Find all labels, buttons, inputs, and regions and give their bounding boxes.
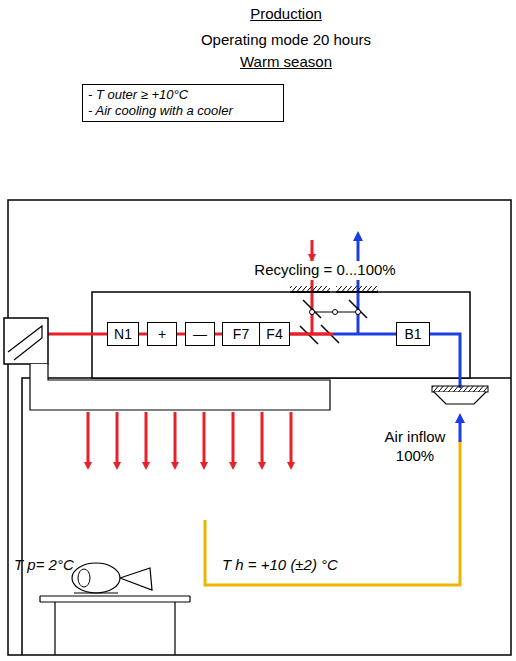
damper-blade — [300, 300, 367, 344]
node-text: - T outer ≥ +10°C — [88, 87, 188, 103]
air-duct-line — [290, 334, 396, 335]
meat-cut — [78, 569, 90, 587]
label: T h = +10 (±2) °C — [222, 556, 392, 575]
room-wall — [22, 378, 511, 655]
exhaust-arrow — [357, 236, 360, 262]
supply-arrows — [88, 412, 291, 466]
return-line — [430, 334, 460, 388]
return-arrow — [459, 418, 462, 442]
supply-line — [48, 333, 107, 336]
fresh-air-arrow — [311, 240, 314, 258]
label: Warm season — [186, 53, 386, 72]
damper-pivot — [310, 310, 315, 315]
fan-housing — [4, 318, 48, 364]
damper-pivot — [356, 310, 361, 315]
ahu-housing — [92, 292, 470, 378]
label: Operating mode 20 hours — [136, 31, 436, 50]
label: Air inflow 100% — [372, 428, 458, 466]
air-duct-line — [139, 334, 147, 335]
node-text: N1 — [114, 326, 132, 343]
node-text: F7 — [233, 326, 249, 343]
meat-piece — [72, 563, 120, 593]
node-text: + — [158, 326, 166, 343]
node-text: - Air cooling with a cooler — [88, 103, 233, 119]
condition-box: - T outer ≥ +10°C- Air cooling with a co… — [82, 84, 284, 122]
node-text: B1 — [404, 326, 421, 343]
supply-duct — [30, 364, 330, 410]
table — [40, 596, 190, 655]
filter-box: F7 — [222, 322, 260, 346]
fan-symbol — [8, 326, 42, 360]
node-text: F4 — [266, 326, 282, 343]
damper-plate — [290, 291, 378, 293]
exhaust-grille — [432, 386, 488, 392]
fan-box: B1 — [396, 322, 430, 346]
air-duct-line — [177, 334, 185, 335]
heater-box: + — [147, 322, 177, 346]
heater-box: N1 — [107, 322, 139, 346]
exhaust-diffuser — [434, 392, 486, 404]
title: Production — [186, 5, 386, 24]
damper-pivot — [333, 310, 338, 315]
filter-box: F4 — [259, 322, 290, 346]
air-duct-line — [215, 334, 222, 335]
node-text: — — [193, 326, 207, 343]
label: T p= 2°C — [14, 556, 114, 575]
cooler-box: — — [185, 322, 215, 346]
label: Recycling = 0...100% — [240, 261, 410, 280]
meat-bone — [74, 568, 152, 593]
outer-frame — [8, 200, 511, 655]
